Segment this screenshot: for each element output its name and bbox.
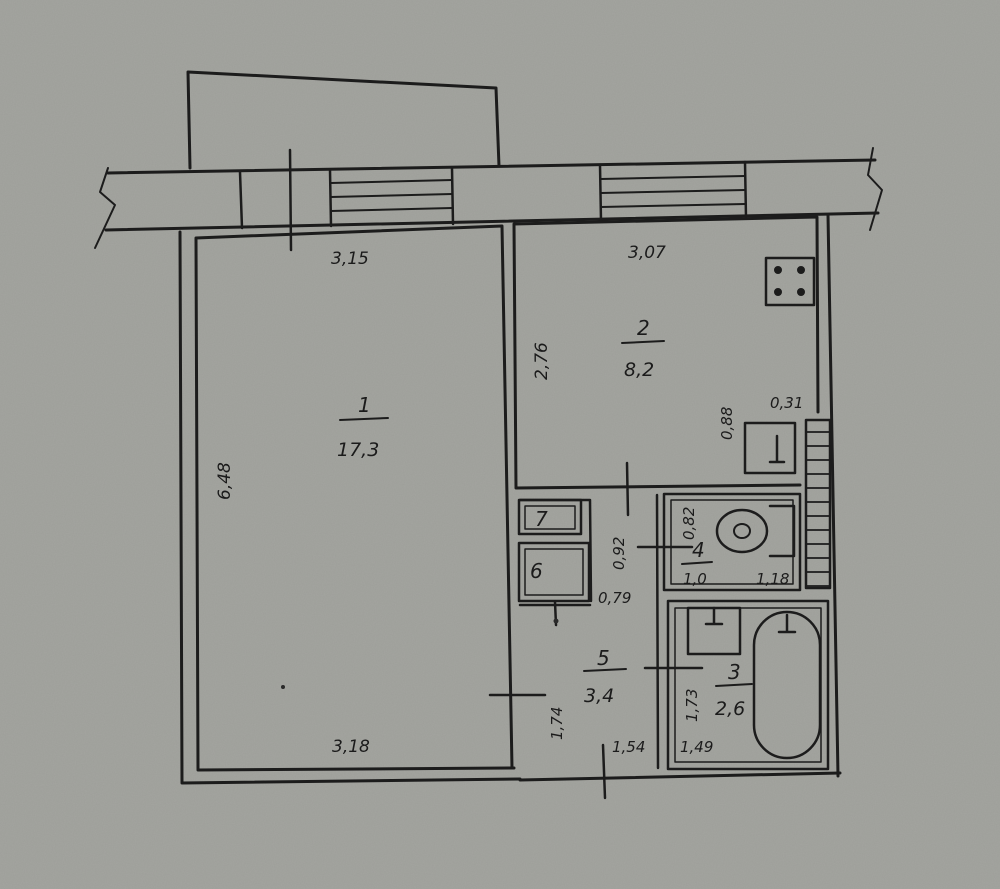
room-3-number: 3 bbox=[728, 660, 741, 684]
balcony-outline bbox=[186, 70, 501, 170]
stove bbox=[764, 256, 816, 307]
dim-room-1-side: 6,48 bbox=[215, 462, 235, 500]
room-1-outline bbox=[178, 224, 522, 785]
room-6-outline bbox=[517, 541, 591, 603]
right-exterior-wall bbox=[826, 213, 840, 778]
toilet-seat bbox=[733, 523, 751, 539]
wall-pier-2 bbox=[328, 168, 333, 228]
room-5-area: 3,4 bbox=[584, 685, 614, 707]
wall-pier-1 bbox=[238, 170, 244, 230]
room-6-inner bbox=[524, 548, 584, 596]
dim-1-54: 1,54 bbox=[612, 738, 645, 756]
room-2-outline bbox=[512, 215, 820, 490]
window-room-1 bbox=[330, 179, 453, 212]
stove-burner bbox=[797, 266, 805, 274]
room-5-number: 5 bbox=[597, 646, 610, 670]
room-2-number: 2 bbox=[637, 316, 650, 340]
room-2-fraction-bar bbox=[621, 340, 665, 344]
room-6-number: 6 bbox=[530, 559, 543, 583]
sink-tap bbox=[768, 434, 786, 464]
dim-0-92: 0,92 bbox=[610, 537, 628, 570]
pencil-mark bbox=[281, 685, 285, 689]
dim-room-2-top: 3,07 bbox=[628, 243, 666, 263]
corridor-walls bbox=[518, 493, 660, 770]
dim-1-74: 1,74 bbox=[548, 707, 566, 740]
room-4-number: 4 bbox=[692, 538, 705, 562]
dim-1-49: 1,49 bbox=[680, 738, 713, 756]
room-7-number: 7 bbox=[535, 507, 548, 531]
dim-0-79: 0,79 bbox=[598, 589, 631, 607]
bathroom-sink-tap bbox=[704, 606, 724, 626]
ventilation-shaft bbox=[804, 418, 832, 590]
exterior-wall-inner bbox=[104, 211, 880, 232]
bottom-wall-right bbox=[518, 771, 842, 782]
bathtub bbox=[752, 610, 822, 760]
toilet-bowl bbox=[715, 508, 769, 554]
room-4-area: 1,0 bbox=[683, 570, 707, 588]
dim-room-1-top: 3,15 bbox=[331, 249, 369, 269]
ventilation-hatch bbox=[805, 431, 831, 587]
stove-burner bbox=[774, 266, 782, 274]
room-1-fraction-bar bbox=[339, 417, 389, 421]
room-3-area: 2,6 bbox=[715, 698, 745, 720]
wall-break-left bbox=[94, 167, 116, 249]
dim-1-73: 1,73 bbox=[683, 689, 701, 722]
dim-0-82: 0,82 bbox=[680, 507, 698, 540]
room-3-fraction-bar bbox=[715, 683, 753, 687]
room-7-inner bbox=[524, 505, 576, 530]
room-3-outline bbox=[666, 599, 830, 771]
room-1-number: 1 bbox=[358, 393, 371, 417]
dim-0-31: 0,31 bbox=[770, 394, 803, 412]
dim-1-18: 1,18 bbox=[756, 570, 789, 588]
room-1-area: 17,3 bbox=[337, 439, 379, 461]
stove-burner bbox=[797, 288, 805, 296]
bathtub-tap bbox=[777, 613, 797, 634]
dim-room-1-bottom: 3,18 bbox=[332, 737, 370, 757]
stove-burner bbox=[774, 288, 782, 296]
dim-0-88: 0,88 bbox=[718, 407, 736, 440]
wall-pier-3 bbox=[450, 166, 455, 226]
room-5-fraction-bar bbox=[583, 668, 627, 672]
door-tick bbox=[601, 743, 607, 800]
dim-room-2-side: 2,76 bbox=[532, 342, 552, 380]
exterior-wall-top bbox=[106, 158, 877, 175]
wall-break-right bbox=[867, 147, 883, 231]
pencil-mark bbox=[553, 618, 559, 624]
room-4-outline bbox=[662, 492, 802, 592]
door-tick bbox=[625, 461, 630, 517]
room-2-area: 8,2 bbox=[624, 359, 654, 381]
window-room-2 bbox=[600, 175, 746, 208]
toilet-tank bbox=[768, 504, 796, 558]
kitchen-sink bbox=[743, 421, 797, 475]
room-4-fraction-bar bbox=[681, 561, 713, 565]
